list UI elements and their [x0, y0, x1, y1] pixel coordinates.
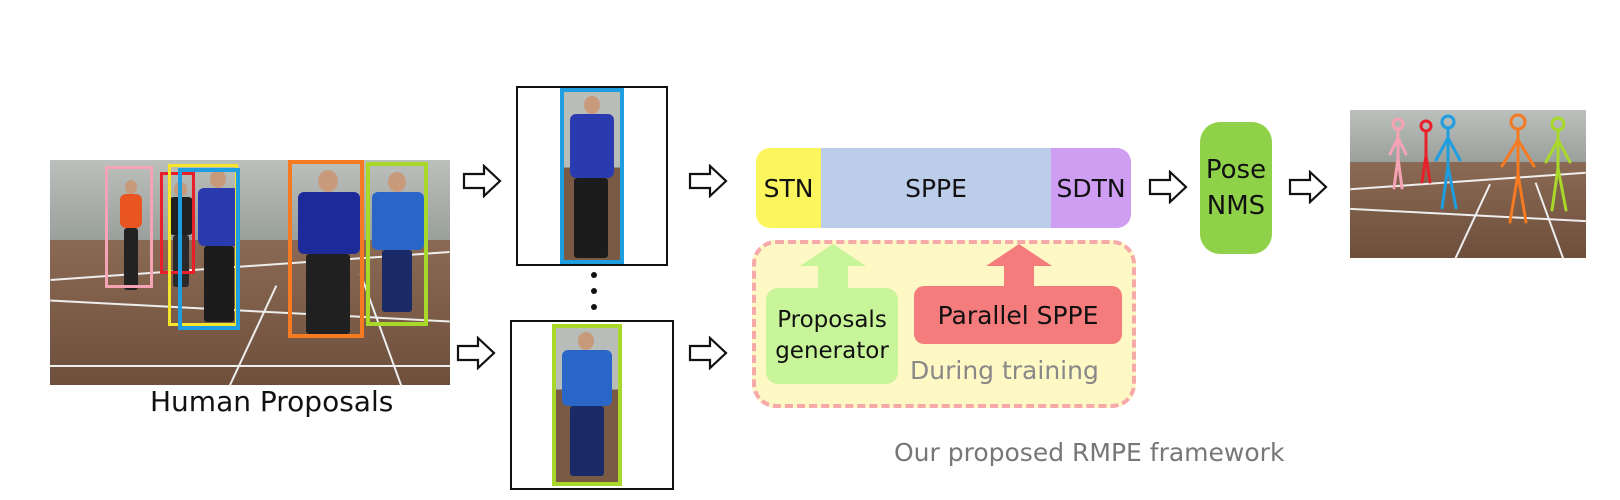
- ellipsis-vertical-icon: [591, 288, 597, 294]
- sdtn-label: SDTN: [1056, 173, 1126, 203]
- stn-block: STN: [756, 148, 821, 228]
- sdtn-block: SDTN: [1051, 148, 1131, 228]
- pose-nms-block: Pose NMS: [1200, 122, 1272, 254]
- hollow-right-arrow-icon: [456, 336, 496, 370]
- sppe-label: SPPE: [905, 173, 967, 203]
- proposals-generator-block: Proposals generator: [766, 288, 898, 384]
- up-arrow-icon: [986, 244, 1052, 286]
- framework-caption: Our proposed RMPE framework: [894, 438, 1285, 467]
- hollow-right-arrow-icon: [462, 164, 502, 198]
- pose-output-image: [1350, 110, 1586, 258]
- proposal-box-orange: [288, 160, 364, 338]
- hollow-right-arrow-icon: [688, 336, 728, 370]
- proposal-box-green: [366, 162, 428, 326]
- sppe-block: SPPE: [821, 148, 1051, 228]
- proposal-box-pink: [105, 166, 153, 288]
- crop-image-green-person: [552, 324, 622, 486]
- skeleton-overlay: [1388, 113, 1572, 224]
- stn-label: STN: [763, 173, 814, 203]
- during-training-label: During training: [910, 356, 1099, 385]
- parallel-sppe-block: Parallel SPPE: [914, 286, 1122, 344]
- hollow-right-arrow-icon: [1148, 170, 1188, 204]
- crop-frame-bottom: [510, 320, 674, 490]
- human-proposals-image: [50, 160, 450, 385]
- hollow-right-arrow-icon: [1288, 170, 1328, 204]
- crop-image-blue-person: [560, 88, 624, 264]
- ellipsis-vertical-icon: [591, 272, 597, 278]
- human-proposals-caption: Human Proposals: [150, 385, 394, 418]
- hollow-right-arrow-icon: [688, 164, 728, 198]
- up-arrow-icon: [800, 244, 866, 288]
- proposal-box-blue: [178, 168, 240, 330]
- crop-frame-top: [516, 86, 668, 266]
- proposal-box-red: [160, 172, 195, 274]
- ellipsis-vertical-icon: [591, 304, 597, 310]
